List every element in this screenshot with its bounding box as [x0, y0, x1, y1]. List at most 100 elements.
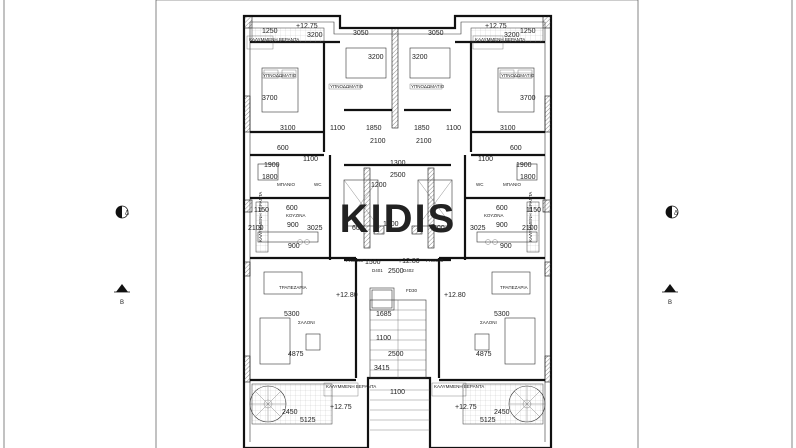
svg-text:1200: 1200: [371, 182, 387, 189]
svg-text:1100: 1100: [390, 389, 405, 396]
svg-text:600: 600: [277, 145, 289, 152]
level-tags: +12.75 +12.75 +12.75 +12.75 +12.80 +12.8…: [296, 23, 507, 411]
svg-text:4875: 4875: [476, 351, 492, 358]
svg-text:D402: D402: [403, 268, 414, 273]
svg-text:900: 900: [288, 243, 300, 250]
svg-text:1250: 1250: [520, 28, 536, 35]
svg-text:3200: 3200: [307, 32, 323, 39]
svg-text:5300: 5300: [284, 311, 300, 318]
svg-text:900: 900: [496, 222, 508, 229]
section-marker-right-top: Δ: [665, 205, 679, 219]
svg-text:+12.80: +12.80: [444, 292, 466, 299]
svg-text:3700: 3700: [520, 95, 536, 102]
svg-text:+12.80: +12.80: [336, 292, 358, 299]
svg-text:ΚΑΛΥΜΜΕΝΗ ΒΕΡΑΝΤΑ: ΚΑΛΥΜΜΕΝΗ ΒΕΡΑΝΤΑ: [528, 192, 533, 242]
structural-columns: [243, 15, 552, 383]
svg-text:2450: 2450: [282, 409, 298, 416]
svg-text:FD30: FD30: [406, 288, 418, 293]
svg-text:1850: 1850: [366, 125, 382, 132]
svg-text:D401: D401: [372, 268, 383, 273]
svg-text:ΚΑΛΥΜΜΕΝΗ ΒΕΡΑΝΤΑ: ΚΑΛΥΜΜΕΝΗ ΒΕΡΑΝΤΑ: [475, 37, 525, 42]
sheet-frame: [3, 0, 793, 448]
svg-text:Δ: Δ: [125, 211, 129, 217]
svg-text:3415: 3415: [374, 365, 390, 372]
watermark-logo: KIDIS: [340, 197, 457, 241]
stair-tags: FRSC30 FRSC30 FD30 D401 D402: [346, 258, 444, 293]
section-marker-right-bottom: B: [662, 284, 678, 306]
svg-text:1250: 1250: [262, 28, 278, 35]
svg-text:ΚΑΛΥΜΜΕΝΗ ΒΕΡΑΝΤΑ: ΚΑΛΥΜΜΕΝΗ ΒΕΡΑΝΤΑ: [434, 384, 484, 389]
svg-text:+12.80: +12.80: [398, 258, 420, 265]
svg-text:1800: 1800: [520, 174, 536, 181]
svg-text:FRSC30: FRSC30: [346, 258, 364, 263]
svg-text:+12.75: +12.75: [485, 23, 507, 30]
svg-text:1100: 1100: [478, 156, 493, 163]
svg-text:2500: 2500: [390, 172, 406, 179]
svg-text:600: 600: [352, 225, 364, 232]
svg-text:ΚΑΛΥΜΜΕΝΗ ΒΕΡΑΝΤΑ: ΚΑΛΥΜΜΕΝΗ ΒΕΡΑΝΤΑ: [258, 192, 263, 242]
svg-text:900: 900: [287, 222, 299, 229]
svg-text:ΤΡΑΠΕΖΑΡΙΑ: ΤΡΑΠΕΖΑΡΙΑ: [279, 285, 307, 290]
svg-text:ΜΠΑΝΙΟ: ΜΠΑΝΙΟ: [277, 182, 295, 187]
dimension-labels: 1250 3200 3050 3050 3200 1250 3200 3200 …: [248, 28, 541, 424]
svg-text:1685: 1685: [376, 311, 392, 318]
svg-text:1100: 1100: [376, 335, 391, 342]
svg-text:1900: 1900: [264, 162, 280, 169]
svg-text:3700: 3700: [262, 95, 278, 102]
svg-text:1900: 1900: [516, 162, 532, 169]
svg-text:2100: 2100: [370, 138, 386, 145]
svg-text:1800: 1800: [262, 174, 278, 181]
svg-text:5125: 5125: [300, 417, 316, 424]
svg-text:1100: 1100: [446, 125, 461, 132]
svg-text:ΥΠΝΟΔΩΜΑΤΙΟ: ΥΠΝΟΔΩΜΑΤΙΟ: [263, 73, 297, 78]
svg-text:600: 600: [510, 145, 522, 152]
svg-text:B: B: [120, 300, 124, 306]
svg-text:WC: WC: [476, 182, 484, 187]
svg-text:600: 600: [286, 205, 298, 212]
svg-text:Δ: Δ: [674, 211, 678, 217]
svg-text:3025: 3025: [470, 225, 486, 232]
svg-text:1500: 1500: [365, 259, 381, 266]
svg-text:ΚΟΥΖΙΝΑ: ΚΟΥΖΙΝΑ: [484, 213, 503, 218]
svg-text:2500: 2500: [388, 351, 404, 358]
svg-text:ΚΟΥΖΙΝΑ: ΚΟΥΖΙΝΑ: [286, 213, 305, 218]
svg-text:900: 900: [500, 243, 512, 250]
svg-text:+12.75: +12.75: [455, 404, 477, 411]
svg-text:+12.75: +12.75: [296, 23, 318, 30]
svg-text:1100: 1100: [330, 125, 345, 132]
section-marker-left-top: Δ: [115, 205, 129, 219]
room-labels: ΚΑΛΥΜΜΕΝΗ ΒΕΡΑΝΤΑ ΚΑΛΥΜΜΕΝΗ ΒΕΡΑΝΤΑ ΥΠΝΟ…: [246, 35, 535, 397]
svg-text:2100: 2100: [248, 225, 264, 232]
svg-text:ΤΡΑΠΕΖΑΡΙΑ: ΤΡΑΠΕΖΑΡΙΑ: [500, 285, 528, 290]
svg-text:3200: 3200: [368, 54, 384, 61]
svg-text:800: 800: [433, 225, 445, 232]
veranda-floors: [251, 27, 544, 425]
svg-text:1850: 1850: [414, 125, 430, 132]
svg-text:1300: 1300: [390, 160, 406, 167]
svg-text:ΥΠΝΟΔΩΜΑΤΙΟ: ΥΠΝΟΔΩΜΑΤΙΟ: [330, 84, 364, 89]
section-marker-left-bottom: B: [114, 284, 130, 306]
interior-walls: [250, 40, 545, 382]
svg-text:ΥΠΝΟΔΩΜΑΤΙΟ: ΥΠΝΟΔΩΜΑΤΙΟ: [411, 84, 445, 89]
svg-text:1800: 1800: [383, 221, 399, 228]
svg-text:3025: 3025: [307, 225, 323, 232]
svg-text:4875: 4875: [288, 351, 304, 358]
svg-text:3100: 3100: [280, 125, 296, 132]
svg-text:ΜΠΑΝΙΟ: ΜΠΑΝΙΟ: [503, 182, 521, 187]
svg-text:FRSC30: FRSC30: [426, 258, 444, 263]
svg-text:ΥΠΝΟΔΩΜΑΤΙΟ: ΥΠΝΟΔΩΜΑΤΙΟ: [501, 73, 535, 78]
svg-text:ΚΑΛΥΜΜΕΝΗ ΒΕΡΑΝΤΑ: ΚΑΛΥΜΜΕΝΗ ΒΕΡΑΝΤΑ: [249, 37, 299, 42]
svg-text:3200: 3200: [504, 32, 520, 39]
svg-text:5300: 5300: [494, 311, 510, 318]
svg-text:ΣΑΛΟΝΙ: ΣΑΛΟΝΙ: [480, 320, 497, 325]
svg-text:ΣΑΛΟΝΙ: ΣΑΛΟΝΙ: [298, 320, 315, 325]
svg-text:1100: 1100: [303, 156, 318, 163]
svg-text:2450: 2450: [494, 409, 510, 416]
central-shafts: [343, 179, 453, 227]
svg-text:600: 600: [496, 205, 508, 212]
svg-text:3100: 3100: [500, 125, 516, 132]
svg-text:2500: 2500: [388, 268, 404, 275]
svg-text:WC: WC: [314, 182, 322, 187]
svg-text:ΚΑΛΥΜΜΕΝΗ ΒΕΡΑΝΤΑ: ΚΑΛΥΜΜΕΝΗ ΒΕΡΑΝΤΑ: [326, 384, 376, 389]
